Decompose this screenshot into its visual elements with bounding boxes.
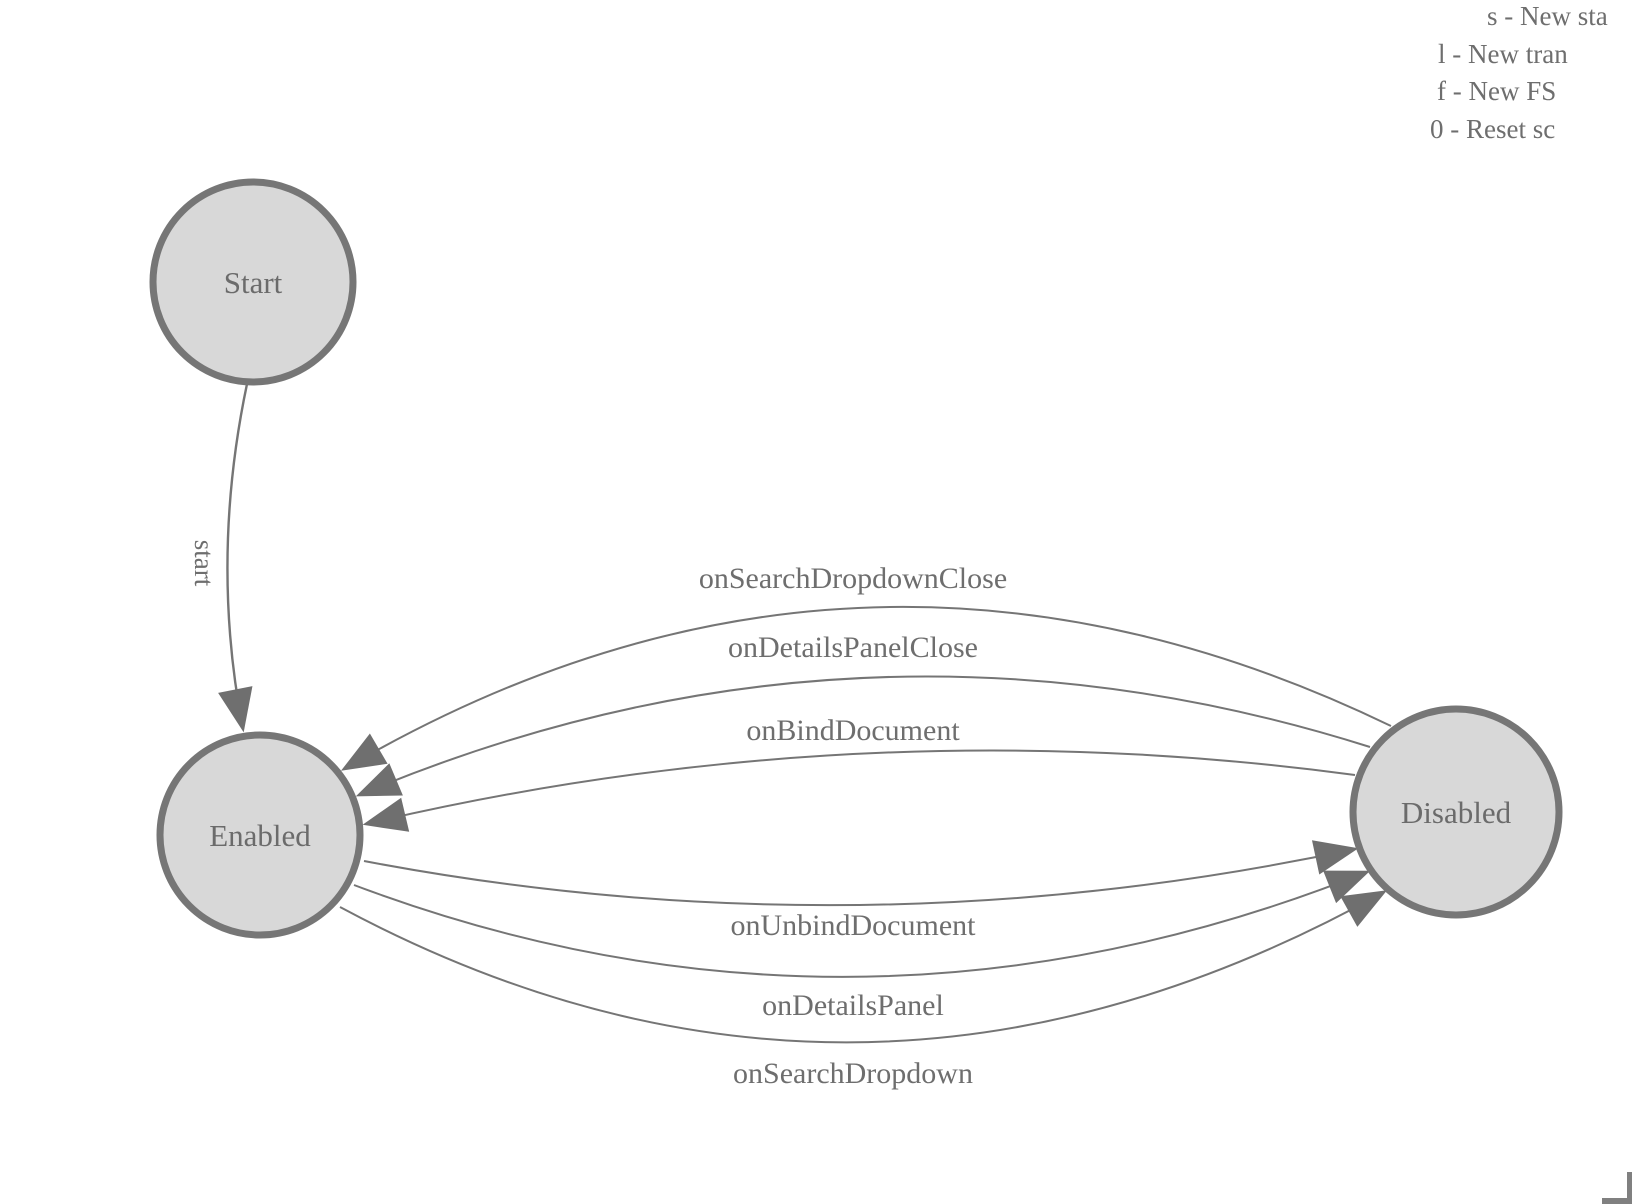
- legend-line-new-transition: l - New tran: [1438, 39, 1568, 69]
- edge-label-on-search-dropdown: onSearchDropdown: [733, 1057, 973, 1090]
- edges-layer: start onSearchDropdownClose onDetailsPan…: [189, 383, 1392, 1090]
- edge-on-unbind-document[interactable]: [363, 840, 1359, 907]
- edge-on-search-dropdown-close[interactable]: [340, 605, 1392, 771]
- state-node-start[interactable]: Start: [149, 178, 357, 386]
- edge-on-bind-document[interactable]: [362, 749, 1356, 832]
- edge-label-on-details-panel: onDetailsPanel: [762, 989, 944, 1022]
- legend-line-reset-scale: 0 - Reset sc: [1430, 114, 1555, 144]
- state-circle-start[interactable]: [149, 178, 357, 386]
- legend-line-new-fsm: f - New FS: [1437, 76, 1556, 106]
- edge-on-search-dropdown[interactable]: [339, 890, 1388, 1044]
- corner-bracket-shape: [1602, 1172, 1632, 1204]
- legend-line-new-state: s - New sta: [1487, 1, 1608, 31]
- state-label-enabled: Enabled: [209, 818, 311, 853]
- edge-on-details-panel[interactable]: [353, 870, 1371, 978]
- edge-label-start: start: [189, 540, 219, 587]
- state-node-enabled[interactable]: Enabled: [156, 731, 364, 939]
- hotkey-legend: s - New sta l - New tran f - New FS 0 - …: [1430, 1, 1608, 144]
- corner-bracket-vertical-bar: [1627, 1172, 1632, 1204]
- edge-label-on-bind-document: onBindDocument: [746, 714, 960, 747]
- edge-on-details-panel-close[interactable]: [355, 675, 1371, 797]
- state-circle-disabled[interactable]: [1349, 705, 1563, 919]
- edge-label-on-unbind-document: onUnbindDocument: [731, 909, 977, 942]
- edge-start-transition[interactable]: [218, 383, 253, 733]
- state-circle-enabled[interactable]: [156, 731, 364, 939]
- edge-label-on-details-panel-close: onDetailsPanelClose: [728, 631, 978, 664]
- state-label-disabled: Disabled: [1401, 795, 1512, 830]
- state-node-disabled[interactable]: Disabled: [1349, 705, 1563, 919]
- edge-label-on-search-dropdown-close: onSearchDropdownClose: [699, 562, 1007, 595]
- state-label-start: Start: [224, 265, 283, 300]
- corner-bracket-horizontal-bar: [1602, 1198, 1632, 1204]
